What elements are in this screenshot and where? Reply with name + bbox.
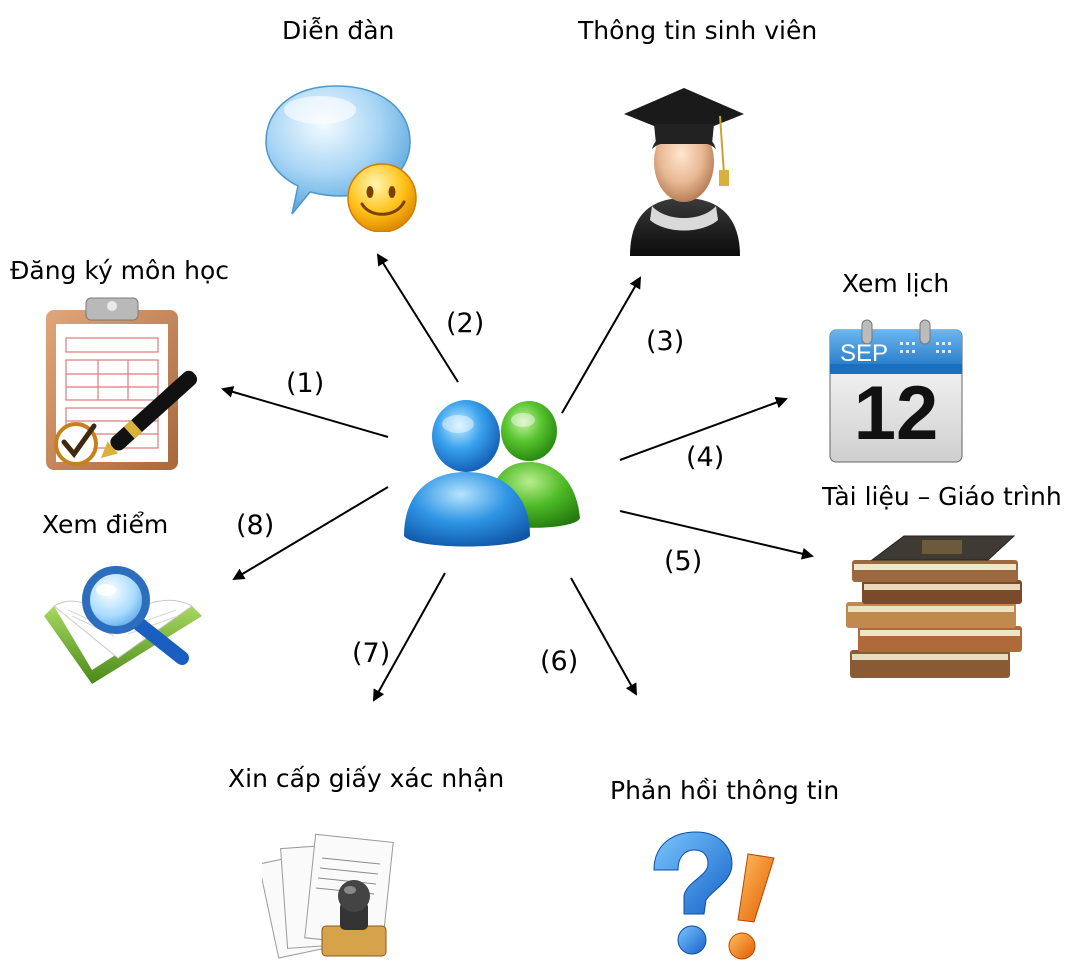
books-stack-icon [846,535,1022,678]
arrow-2 [376,253,459,383]
arrow-number-1: (1) [286,368,325,399]
feature-label-feedback: Phản hồi thông tin [610,776,840,805]
feature-label-register: Đăng ký môn học [10,256,230,285]
feature-label-student-info: Thông tin sinh viên [578,16,818,45]
arrow-number-3: (3) [646,326,685,357]
feature-label-materials: Tài liệu – Giáo trình [822,482,1062,511]
arrow-3 [561,276,642,414]
arrow-number-5: (5) [664,546,703,577]
arrow-8 [232,486,389,581]
feature-label-grades: Xem điểm [42,510,169,539]
calendar-month: SEP [840,340,889,367]
arrow-5 [619,510,814,560]
arrow-6 [570,577,637,696]
graduate-icon [624,88,744,256]
arrow-7 [373,572,446,702]
feature-label-schedule: Xem lịch [842,269,950,298]
users-icon [404,400,580,547]
documents-stamp-icon [262,833,394,959]
arrow-1 [221,386,389,438]
question-exclamation-icon [653,831,775,960]
arrow-number-6: (6) [540,646,579,677]
feature-label-certificate: Xin cấp giấy xác nhận [228,764,505,793]
arrow-number-4: (4) [686,442,725,473]
arrow-number-2: (2) [446,308,485,339]
calendar-day: 12 [853,371,939,456]
arrow-number-8: (8) [236,510,275,541]
arrow-number-7: (7) [352,638,391,669]
clipboard-pen-icon [46,297,198,470]
book-magnifier-icon [44,566,202,684]
feature-label-forum: Diễn đàn [282,16,395,45]
calendar-icon: SEP 12 [826,318,966,466]
chat-bubble-smiley-icon [265,85,417,232]
arrow-4 [619,396,788,461]
